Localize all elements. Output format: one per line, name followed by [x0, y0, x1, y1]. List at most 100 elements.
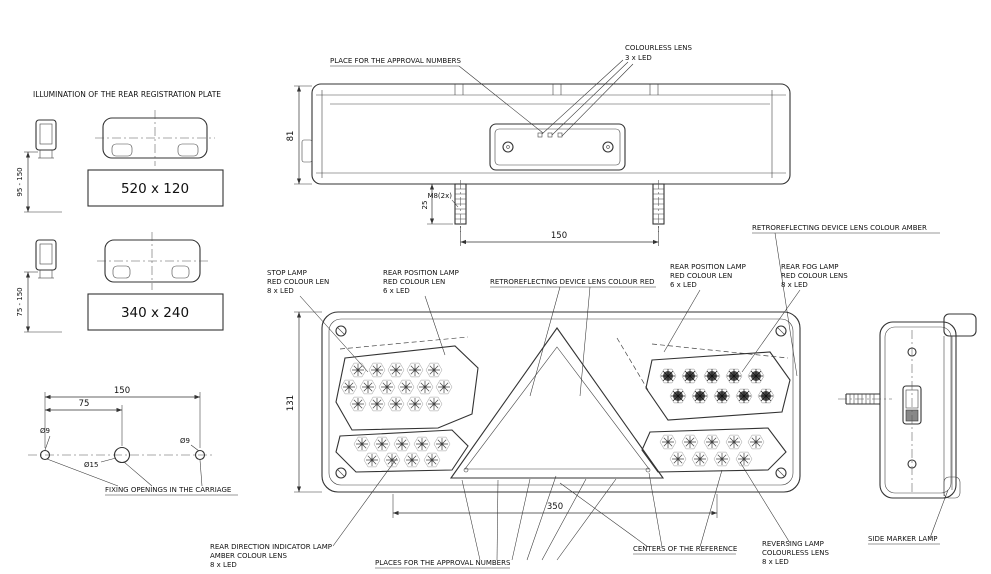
dim-fixing-150: 150: [44, 386, 201, 448]
colourless-lens-label-2: 3 x LED: [625, 54, 652, 62]
dim-350-text: 350: [547, 502, 563, 512]
side-housing: [879, 321, 957, 499]
plate-small-size: 520 x 120: [121, 181, 189, 197]
dim-81-text: 81: [286, 131, 296, 142]
approval-places-text: PLACES FOR THE APPROVAL NUMBERS: [375, 559, 511, 567]
lens-zone-dashes: [339, 336, 789, 391]
top-view-left-tab: [301, 139, 313, 163]
plate-small-size-box: 520 x 120: [87, 169, 224, 207]
stop-lamp-line3: 8 x LED: [267, 287, 294, 295]
position-right-line1: REAR POSITION LAMP: [670, 263, 746, 271]
side-marker-foot: [943, 476, 961, 499]
dim-150-top: 150: [460, 226, 659, 246]
dim-81: 81: [286, 85, 312, 185]
reference-center-right: [645, 467, 651, 473]
dim-25: 25: [421, 183, 453, 225]
dim-range-large: 75 - 150: [16, 271, 62, 333]
thread-callout: M8(2x): [427, 192, 459, 208]
corner-screws: [335, 325, 787, 479]
plate-led-2: [547, 132, 553, 138]
position-right-label: REAR POSITION LAMP RED COLOUR LEN 6 x LE…: [663, 263, 746, 353]
plate-large: [97, 232, 208, 290]
reversing-line3: 8 x LED: [762, 558, 789, 566]
reversing-label: REVERSING LAMP COLOURLESS LENS 8 x LED: [739, 461, 830, 566]
dim-131: 131: [286, 311, 322, 493]
side-stud: [838, 393, 892, 405]
hole-right-label: Ø9: [180, 437, 190, 445]
dim-range-small: 95 - 150: [16, 151, 62, 213]
dim-range-large-text: 75 - 150: [16, 287, 24, 316]
hole-left-label: Ø9: [40, 427, 50, 435]
plate-led-3: [557, 132, 563, 138]
fog-line3: 8 x LED: [781, 281, 808, 289]
approval-plate-area: [489, 123, 626, 171]
reversing-line2: COLOURLESS LENS: [762, 549, 830, 557]
stop-lamp-line2: RED COLOUR LEN: [267, 278, 329, 286]
fixing-hole-left: [39, 449, 51, 461]
indicator-line2: AMBER COLOUR LENS: [210, 552, 287, 560]
centers-label: CENTERS OF THE REFERENCE: [559, 469, 737, 555]
position-left-label: REAR POSITION LAMP RED COLOUR LEN 6 x LE…: [383, 269, 459, 356]
indicator-line1: REAR DIRECTION INDICATOR LAMP: [210, 543, 332, 551]
front-view: 131 350 STOP LAMP RED COLOUR LEN 8 x LED…: [210, 224, 940, 569]
stop-lamp-cluster: [335, 345, 479, 431]
position-left-line3: 6 x LED: [383, 287, 410, 295]
reversing-cluster: [641, 427, 787, 473]
dim-range-small-text: 95 - 150: [16, 167, 24, 196]
dim-150-top-text: 150: [551, 231, 567, 241]
side-view: SIDE MARKER LAMP: [838, 313, 977, 545]
fixing-caption: FIXING OPENINGS IN THE CARRIAGE: [105, 486, 231, 494]
retro-red-label: RETROREFLECTING DEVICE LENS COLOUR RED: [490, 278, 656, 397]
retro-amber-text: RETROREFLECTING DEVICE LENS COLOUR AMBER: [752, 224, 927, 232]
indicator-line3: 8 x LED: [210, 561, 237, 569]
indicator-cluster: [335, 429, 469, 473]
dim-fixing-150-text: 150: [114, 386, 130, 396]
reversing-line1: REVERSING LAMP: [762, 540, 824, 548]
illumination-title: ILLUMINATION OF THE REAR REGISTRATION PL…: [33, 90, 221, 99]
colourless-lens-label-1: COLOURLESS LENS: [625, 44, 693, 52]
position-right-line2: RED COLOUR LEN: [670, 272, 732, 280]
retro-amber-label: RETROREFLECTING DEVICE LENS COLOUR AMBER: [752, 224, 940, 377]
indicator-label: REAR DIRECTION INDICATOR LAMP AMBER COLO…: [210, 457, 398, 569]
plate-lamp-icon-small: [35, 119, 57, 159]
plate-led-1: [537, 132, 543, 138]
fog-line1: REAR FOG LAMP: [781, 263, 838, 271]
plate-large-size: 340 x 240: [121, 305, 189, 321]
top-view-housing: [311, 83, 791, 185]
position-right-line3: 6 x LED: [670, 281, 697, 289]
retro-red-text: RETROREFLECTING DEVICE LENS COLOUR RED: [490, 278, 655, 286]
top-view-segment-ticks: [454, 84, 659, 95]
side-marker-label: SIDE MARKER LAMP: [868, 489, 949, 545]
plate-small: [95, 110, 215, 166]
dim-25-text: 25: [421, 201, 429, 210]
fixing-hole-right: [194, 449, 206, 461]
top-view: 81 25 M8(2x) 150 PLACE FOR THE APPROVAL …: [286, 44, 791, 246]
plate-large-size-box: 340 x 240: [87, 293, 224, 331]
dim-fixing-75: 75: [45, 399, 123, 446]
dim-fixing-75-text: 75: [79, 399, 90, 409]
fixing-leader-lines: [44, 435, 203, 487]
dim-131-text: 131: [286, 395, 296, 411]
front-lens-outline: [328, 318, 794, 486]
hole-center-label: Ø15: [84, 461, 98, 469]
mounting-stud-right: [652, 180, 665, 232]
front-housing: [321, 311, 801, 493]
thread-label: M8(2x): [427, 192, 452, 200]
centers-text: CENTERS OF THE REFERENCE: [633, 545, 737, 553]
mounting-stud-left: [454, 180, 467, 232]
position-left-line1: REAR POSITION LAMP: [383, 269, 459, 277]
plate-lamp-icon-large: [35, 239, 57, 279]
fog-label: REAR FOG LAMP RED COLOUR LENS 8 x LED: [741, 263, 848, 373]
triangle-reflector: [449, 327, 665, 479]
dim-350: 350: [392, 494, 718, 518]
stop-lamp-line1: STOP LAMP: [267, 269, 307, 277]
approval-place-leader: [458, 65, 544, 134]
fixing-hole-center: [113, 446, 131, 464]
side-marker-text: SIDE MARKER LAMP: [868, 535, 937, 543]
colourless-lens-leaders: [541, 59, 634, 137]
fog-line2: RED COLOUR LENS: [781, 272, 848, 280]
fog-lamp-cluster: [645, 351, 791, 421]
stop-lamp-label: STOP LAMP RED COLOUR LEN 8 x LED: [267, 269, 369, 373]
